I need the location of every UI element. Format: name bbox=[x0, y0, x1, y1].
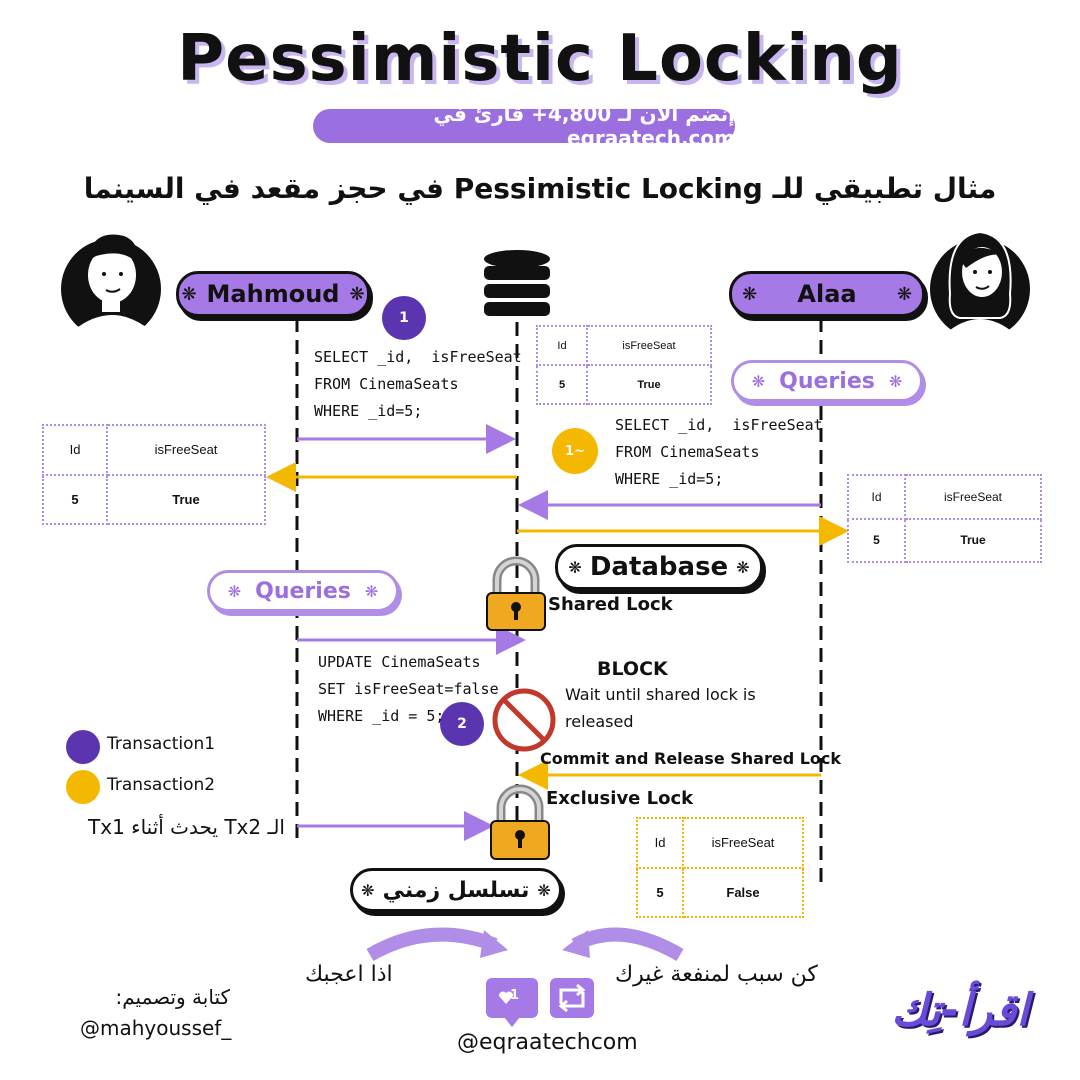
legend-tx2-label: Transaction2 bbox=[107, 775, 216, 795]
brand-logo: اقرأ-تِك bbox=[891, 985, 1029, 1036]
shared-lock-label: Shared Lock bbox=[548, 594, 673, 615]
like-count: 1 bbox=[510, 988, 520, 1003]
subtitle: مثال تطبيقي للـ Pessimistic Locking في ح… bbox=[83, 172, 997, 205]
block-icon bbox=[492, 688, 556, 752]
wait-text-line2: released bbox=[565, 712, 634, 731]
star-icon: ❋ bbox=[537, 880, 551, 900]
tx2-during-tx1-note: الـ Tx2 يحدث أثناء Tx1 bbox=[88, 815, 285, 839]
legend-tx2-dot bbox=[66, 770, 100, 804]
star-icon: ❋ bbox=[751, 371, 766, 391]
star-icon: ❋ bbox=[349, 283, 365, 305]
step-1-badge: 1 bbox=[382, 296, 426, 340]
actor-alaa: ❋Alaa❋ bbox=[729, 271, 925, 317]
actor-mahmoud: ❋Mahmoud❋ bbox=[176, 271, 370, 317]
star-icon: ❋ bbox=[361, 880, 375, 900]
star-icon: ❋ bbox=[896, 283, 912, 305]
curve-arrow-left bbox=[366, 927, 498, 962]
author-handle[interactable]: @mahyoussef_ bbox=[80, 1016, 232, 1040]
footer-handle[interactable]: @eqraatechcom bbox=[457, 1030, 638, 1055]
shared-lock-icon bbox=[486, 556, 546, 631]
star-icon: ❋ bbox=[364, 581, 379, 601]
wait-text-line1: Wait until shared lock is bbox=[565, 685, 756, 704]
block-label: BLOCK bbox=[597, 658, 668, 680]
share-prompt: كن سبب لمنفعة غيرك bbox=[615, 962, 818, 987]
alaa-avatar bbox=[930, 230, 1030, 339]
legend-tx1-label: Transaction1 bbox=[107, 734, 216, 754]
queries-label-right: ❋Queries❋ bbox=[731, 360, 923, 402]
exclusive-lock-icon bbox=[490, 784, 550, 860]
star-icon: ❋ bbox=[742, 283, 758, 305]
like-prompt: اذا اعجبك bbox=[305, 962, 393, 987]
mahmoud-avatar bbox=[61, 234, 161, 339]
author-label: كتابة وتصميم: bbox=[115, 985, 230, 1009]
retweet-icon bbox=[550, 978, 594, 1018]
queries-label-left: ❋Queries❋ bbox=[207, 570, 399, 612]
legend-tx1-dot bbox=[66, 730, 100, 764]
database-label: ❋Database❋ bbox=[555, 544, 763, 590]
like-bubble-icon bbox=[486, 978, 538, 1027]
step-2-badge: 2 bbox=[440, 702, 484, 746]
exclusive-lock-label: Exclusive Lock bbox=[546, 788, 694, 809]
star-icon: ❋ bbox=[227, 581, 242, 601]
timeline-label: ❋تسلسل زمني❋ bbox=[350, 868, 562, 912]
curve-arrow-right bbox=[571, 927, 684, 962]
star-icon: ❋ bbox=[181, 283, 197, 305]
database-icon bbox=[484, 250, 550, 316]
star-icon: ❋ bbox=[736, 557, 750, 577]
star-icon: ❋ bbox=[888, 371, 903, 391]
star-icon: ❋ bbox=[568, 557, 582, 577]
step-1b-badge: 1~ bbox=[552, 428, 598, 474]
commit-release-label: Commit and Release Shared Lock bbox=[540, 749, 842, 768]
page-title: Pessimistic Locking bbox=[177, 22, 903, 96]
